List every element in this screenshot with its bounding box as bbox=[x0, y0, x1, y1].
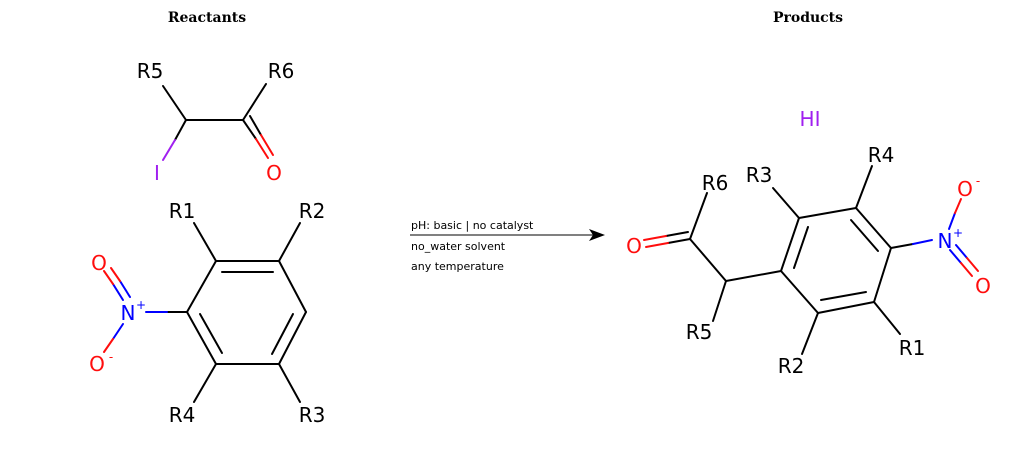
product-oxygen-charge: - bbox=[976, 174, 980, 188]
nitrogen-charge: + bbox=[136, 298, 146, 312]
oxygen-charge: - bbox=[109, 350, 113, 364]
nitro-oxygen-top-label: O bbox=[91, 251, 107, 275]
reaction-arrow bbox=[410, 229, 605, 241]
condition-temperature: any temperature bbox=[411, 260, 504, 273]
r5-label: R5 bbox=[137, 59, 164, 83]
reactant-iodoketone: R5 R6 I O bbox=[137, 59, 295, 185]
condition-solvent: no_water solvent bbox=[411, 240, 506, 253]
r6-label: R6 bbox=[268, 59, 295, 83]
byproduct-hi: HI bbox=[800, 107, 821, 131]
r4-label: R4 bbox=[169, 403, 196, 427]
nitro-nitrogen-label: N bbox=[121, 301, 136, 325]
product-r1-label: R1 bbox=[899, 336, 926, 360]
r3-label: R3 bbox=[299, 403, 326, 427]
iodine-label: I bbox=[154, 161, 160, 185]
product-r6-label: R6 bbox=[702, 171, 729, 195]
product-nitro-oxygen-bottom-label: O bbox=[975, 274, 991, 298]
product-carbonyl-oxygen-label: O bbox=[626, 234, 642, 258]
product-r5-label: R5 bbox=[686, 320, 713, 344]
product-r3-label: R3 bbox=[746, 163, 773, 187]
product-r4-label: R4 bbox=[868, 143, 895, 167]
product-nitro-nitrogen-label: N bbox=[938, 229, 953, 253]
r1-label: R1 bbox=[169, 199, 196, 223]
product-nitro-oxygen-top-label: O bbox=[957, 177, 973, 201]
r2-label: R2 bbox=[299, 199, 326, 223]
nitro-oxygen-bottom-label: O bbox=[89, 352, 105, 376]
products-heading: Products bbox=[773, 10, 843, 26]
reactants-heading: Reactants bbox=[168, 10, 246, 26]
reactant-nitroarene: R1 R2 R3 R4 N + O O - bbox=[89, 199, 325, 427]
condition-ph-catalyst: pH: basic | no catalyst bbox=[411, 219, 534, 232]
carbonyl-oxygen-label: O bbox=[266, 161, 282, 185]
product-r2-label: R2 bbox=[778, 354, 805, 378]
product-alkylated-nitroarene: R6 R3 R4 R5 R2 R1 O N + O - O bbox=[626, 143, 991, 378]
product-nitrogen-charge: + bbox=[953, 226, 963, 240]
